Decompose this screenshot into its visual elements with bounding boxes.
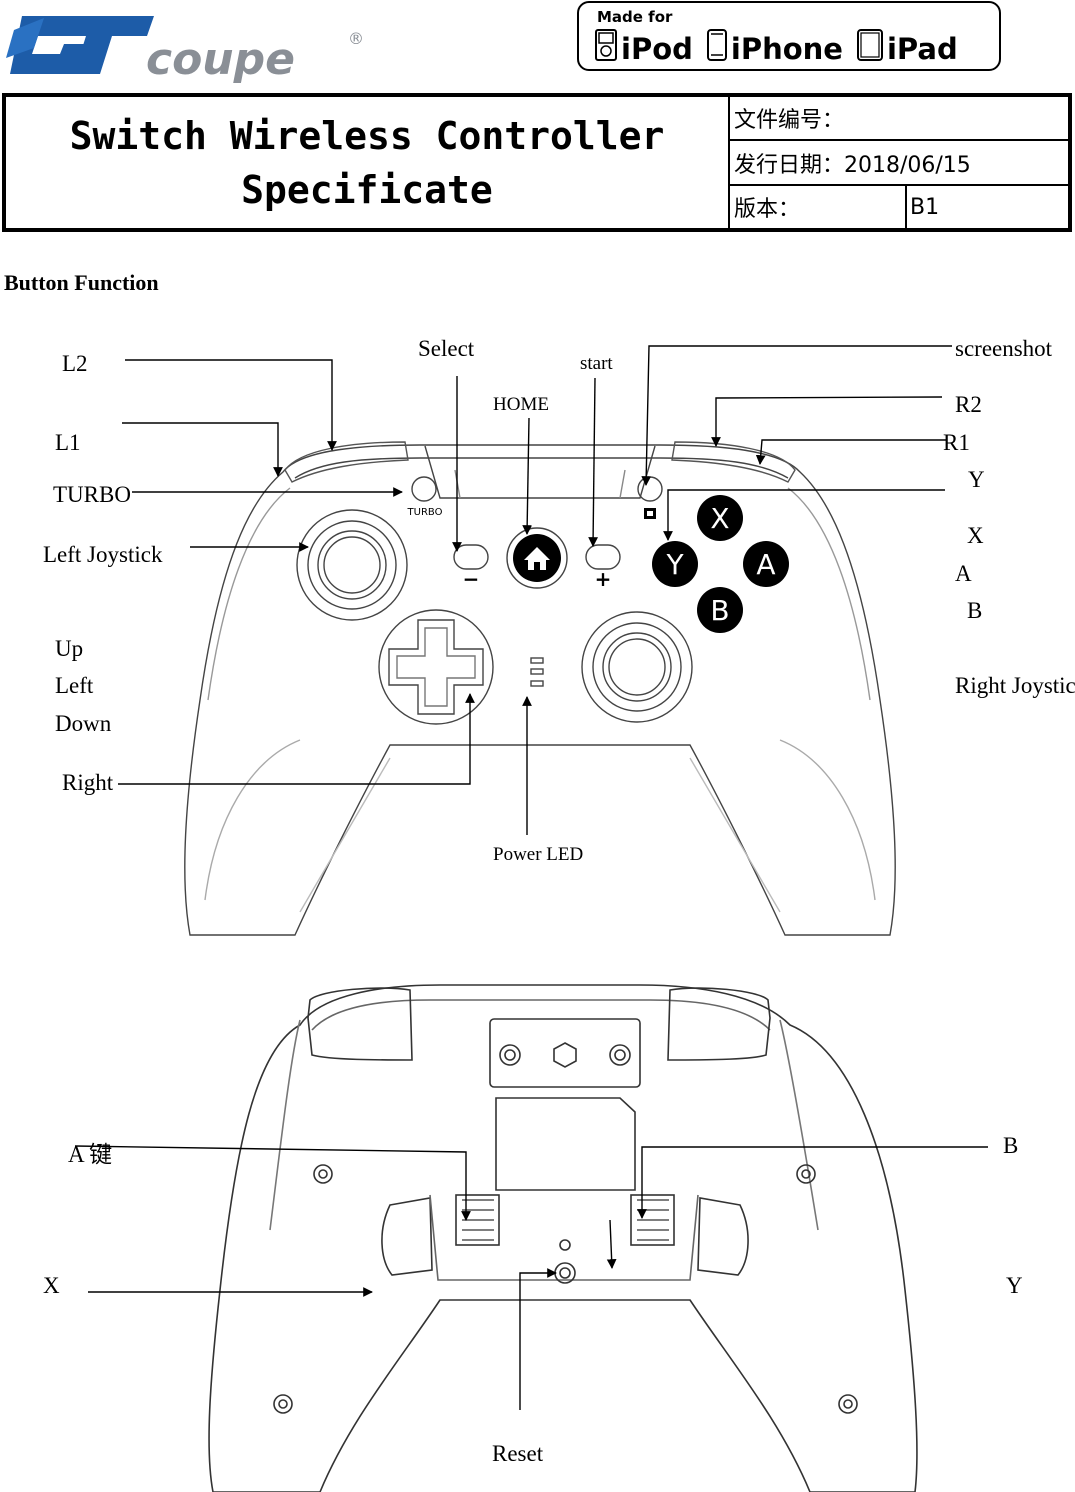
logo-wordmark: coupe	[146, 34, 295, 85]
label-b: B	[967, 598, 983, 623]
label-a-key: A 键	[68, 1142, 113, 1167]
face-a-letter: A	[756, 548, 775, 581]
table-divider	[905, 186, 907, 228]
mfi-device-iphone: iPhone	[706, 29, 843, 68]
face-button-x	[697, 495, 743, 541]
iphone-icon	[706, 29, 727, 68]
face-x-letter: X	[710, 502, 729, 535]
mfi-badge: Made for iPod iPhone iPad	[577, 1, 1001, 71]
file-number-cell: 文件编号：	[730, 97, 1068, 141]
face-y-letter: Y	[665, 548, 684, 581]
label-right-joystick: Right Joystick	[955, 673, 1075, 698]
back-leader-lines	[74, 1145, 988, 1410]
label-r2: R2	[955, 392, 982, 417]
plus-print: +	[595, 567, 612, 591]
section-heading: Button Function	[4, 270, 159, 295]
label-start: start	[580, 353, 613, 374]
label-home: HOME	[493, 394, 549, 415]
label-select: Select	[418, 336, 475, 361]
label-reset: Reset	[492, 1441, 544, 1466]
version-label-cell: 版本：	[734, 197, 801, 222]
mfi-made-for: Made for	[597, 8, 673, 26]
back-controller	[208, 984, 918, 1492]
issue-date-cell: 发行日期：2018/06/15	[730, 141, 1068, 186]
mfi-device-ipad: iPad	[856, 29, 958, 68]
label-l2: L2	[62, 351, 88, 376]
label-up: Up	[55, 636, 84, 661]
label-down: Down	[55, 711, 112, 736]
face-b-letter: B	[710, 594, 729, 627]
turbo-print: TURBO	[407, 507, 443, 518]
ipad-icon	[856, 29, 883, 68]
label-left-joystick: Left Joystick	[43, 542, 163, 567]
label-left: Left	[55, 673, 94, 698]
face-button-b	[697, 587, 743, 633]
label-back-b: B	[1003, 1133, 1019, 1158]
face-button-y	[652, 541, 698, 587]
minus-print: −	[463, 567, 480, 591]
title-line-2: Specificate	[241, 167, 493, 212]
gtcoupe-logo: coupe ®	[4, 8, 364, 86]
title-line-1: Switch Wireless Controller	[69, 113, 665, 158]
label-x: X	[967, 523, 984, 548]
ipod-icon	[595, 29, 617, 68]
table-divider	[728, 97, 730, 228]
svg-text:®: ®	[348, 29, 364, 48]
mfi-device-ipod: iPod	[595, 29, 693, 68]
label-power-led: Power LED	[493, 844, 584, 865]
label-y: Y	[968, 467, 985, 492]
front-leader-lines	[118, 345, 952, 835]
label-a: A	[955, 561, 972, 586]
front-controller	[184, 441, 896, 936]
mfi-devices: iPod iPhone iPad	[595, 29, 958, 68]
document-title: Switch Wireless Controller Specificate	[6, 97, 728, 228]
label-turbo: TURBO	[53, 482, 131, 507]
label-right: Right	[62, 770, 114, 795]
label-screenshot: screenshot	[955, 336, 1053, 361]
label-back-y: Y	[1006, 1273, 1023, 1298]
version-value-cell: B1	[910, 194, 940, 220]
label-back-x: X	[43, 1273, 60, 1298]
label-l1: L1	[55, 430, 81, 455]
spec-header-table: Switch Wireless Controller Specificate 文…	[2, 93, 1072, 232]
label-r1: R1	[943, 430, 970, 455]
face-button-a	[743, 541, 789, 587]
